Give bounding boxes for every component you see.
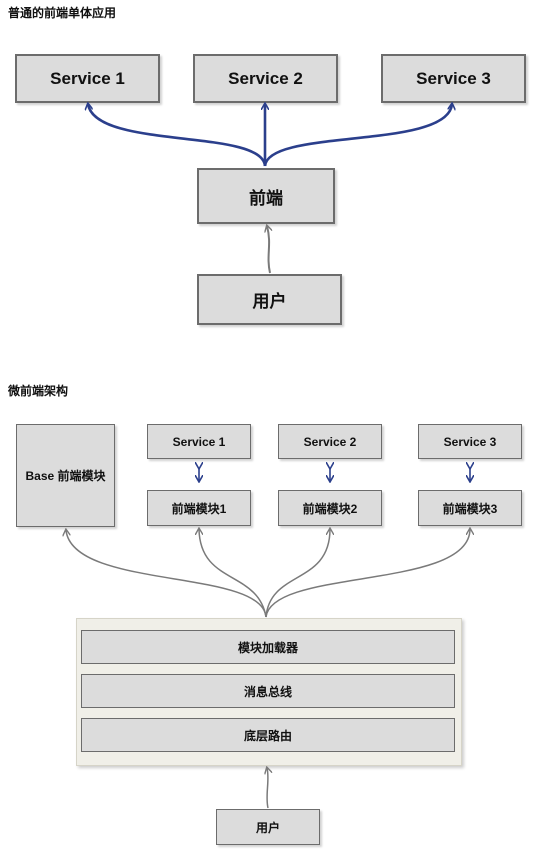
module-loader-layer: 模块加载器 — [81, 630, 455, 664]
message-bus-layer: 消息总线 — [81, 674, 455, 708]
mfe-service-2-box: Service 2 — [278, 424, 382, 459]
monolith-user-arrow — [267, 226, 270, 274]
mfe-module-arrows — [66, 529, 470, 618]
mfe-user-box: 用户 — [216, 809, 320, 845]
microfrontend-title: 微前端架构 — [8, 384, 69, 398]
mfe-service-arrows — [199, 468, 470, 481]
module-2-box: 前端模块2 — [278, 490, 382, 526]
monolith-service-1-box: Service 1 — [15, 54, 160, 103]
module-1-box: 前端模块1 — [147, 490, 251, 526]
monolith-title: 普通的前端单体应用 — [8, 6, 117, 20]
base-module-box: Base 前端模块 — [16, 424, 115, 527]
monolith-service-2-box: Service 2 — [193, 54, 338, 103]
router-layer: 底层路由 — [81, 718, 455, 752]
monolith-service-arrows — [88, 104, 452, 167]
monolith-service-3-box: Service 3 — [381, 54, 526, 103]
mfe-service-1-box: Service 1 — [147, 424, 251, 459]
mfe-user-arrow — [267, 768, 268, 809]
framework-container: 模块加载器 消息总线 底层路由 — [76, 618, 462, 766]
monolith-frontend-box: 前端 — [197, 168, 335, 224]
monolith-user-box: 用户 — [197, 274, 342, 325]
mfe-service-3-box: Service 3 — [418, 424, 522, 459]
module-3-box: 前端模块3 — [418, 490, 522, 526]
